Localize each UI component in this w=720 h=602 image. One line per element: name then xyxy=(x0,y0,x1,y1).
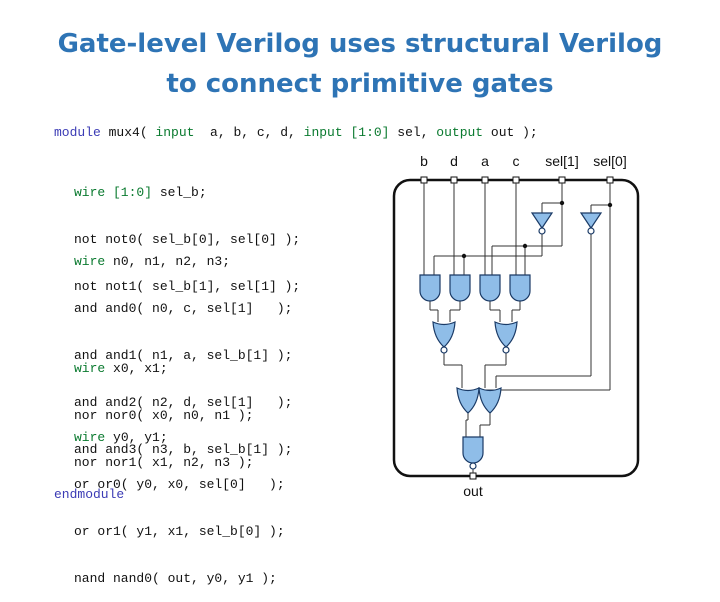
mux4-circuit-diagram: b d a c sel[1] sel[0] xyxy=(392,153,640,499)
or-gate-or0 xyxy=(478,387,502,414)
module-name: mux4( xyxy=(100,125,156,140)
code-text: or or1( y1, x1, sel_b[0] ); xyxy=(74,524,285,539)
code-block-nor: wire x0, x1; nor nor0( x0, n0, n1 ); nor… xyxy=(74,330,253,486)
nor-gate-nor1 xyxy=(432,321,456,354)
code-line: wire y0, y1; xyxy=(74,429,285,446)
code-line: or or0( y0, x0, sel[0] ); xyxy=(74,476,285,493)
code-line: not not1( sel_b[1], sel[1] ); xyxy=(74,278,300,295)
code-line: or or1( y1, x1, sel_b[0] ); xyxy=(74,523,285,540)
input-label-sel0: sel[0] xyxy=(593,153,626,169)
title-line-2: to connect primitive gates xyxy=(166,69,554,99)
code-text: and and1( n1, a, sel_b[1] ); xyxy=(74,348,293,363)
code-line: wire n0, n1, n2, n3; xyxy=(74,253,292,270)
code-text: and and0( n0, c, sel[1] ); xyxy=(74,301,293,316)
or-gate-or1 xyxy=(456,387,480,414)
input-args-1: a, b, c, d, xyxy=(194,125,304,140)
output-keyword: output xyxy=(436,125,484,140)
module-keyword: module xyxy=(54,125,101,140)
not-gate-not1 xyxy=(531,212,553,235)
input-keyword-1: input xyxy=(155,125,195,140)
wire-junctions xyxy=(461,200,613,259)
input-keyword-2: input [1:0] xyxy=(303,125,390,140)
code-text: nor nor0( x0, n0, n1 ); xyxy=(74,408,254,423)
code-text: not not1( sel_b[1], sel[1] ); xyxy=(74,279,301,294)
not-gate-not0 xyxy=(580,212,602,235)
input-label-c: c xyxy=(513,153,520,169)
code-keyword: wire xyxy=(74,430,106,445)
code-line: and and1( n1, a, sel_b[1] ); xyxy=(74,347,292,364)
code-line: nand nand0( out, y0, y1 ); xyxy=(74,570,285,587)
code-line: and and2( n2, d, sel[1] ); xyxy=(74,394,292,411)
code-block-not: wire [1:0] sel_b; not not0( sel_b[0], se… xyxy=(74,154,300,310)
module-declaration: module mux4( input a, b, c, d, input [1:… xyxy=(54,125,538,140)
and-gate-and2 xyxy=(449,274,471,302)
input-label-d: d xyxy=(450,153,458,169)
input-label-sel1: sel[1] xyxy=(545,153,578,169)
code-line: nor nor1( x1, n2, n3 ); xyxy=(74,454,253,471)
and-gate-and1 xyxy=(479,274,501,302)
and-gate-and3 xyxy=(419,274,441,302)
code-text: not not0( sel_b[0], sel[0] ); xyxy=(74,232,301,247)
code-text: nand nand0( out, y0, y1 ); xyxy=(74,571,277,586)
code-keyword: wire xyxy=(74,254,106,269)
input-label-b: b xyxy=(420,153,428,169)
endmodule-keyword: endmodule xyxy=(54,487,125,502)
code-text: y0, y1; xyxy=(105,430,168,445)
code-line: and and0( n0, c, sel[1] ); xyxy=(74,300,292,317)
code-text: nor nor1( x1, n2, n3 ); xyxy=(74,455,254,470)
code-text: x0, x1; xyxy=(105,361,168,376)
input-label-a: a xyxy=(481,153,489,169)
code-text: sel_b; xyxy=(152,185,207,200)
code-text: or or0( y0, x0, sel[0] ); xyxy=(74,477,285,492)
and-gate-and0 xyxy=(509,274,531,302)
code-line: wire [1:0] sel_b; xyxy=(74,184,300,201)
code-keyword: wire [1:0] xyxy=(74,185,153,200)
nand-gate-nand0 xyxy=(462,436,484,464)
code-line: not not0( sel_b[0], sel[0] ); xyxy=(74,231,300,248)
code-line: and and3( n3, b, sel_b[1] ); xyxy=(74,441,292,458)
title-line-1: Gate-level Verilog uses structural Veril… xyxy=(57,29,663,59)
code-keyword: wire xyxy=(74,361,106,376)
output-args: out ); xyxy=(483,125,538,140)
code-line: wire x0, x1; xyxy=(74,360,253,377)
code-text: n0, n1, n2, n3; xyxy=(105,254,231,269)
code-line: nor nor0( x0, n0, n1 ); xyxy=(74,407,253,424)
output-label-out: out xyxy=(463,483,483,499)
nor-gate-nor0 xyxy=(494,321,518,354)
input-args-2: sel, xyxy=(389,125,437,140)
code-block-and: wire n0, n1, n2, n3; and and0( n0, c, se… xyxy=(74,223,292,473)
code-text: and and3( n3, b, sel_b[1] ); xyxy=(74,442,293,457)
code-text: and and2( n2, d, sel[1] ); xyxy=(74,395,293,410)
slide-title: Gate-level Verilog uses structural Veril… xyxy=(0,24,720,104)
nand-bubble xyxy=(469,462,477,470)
